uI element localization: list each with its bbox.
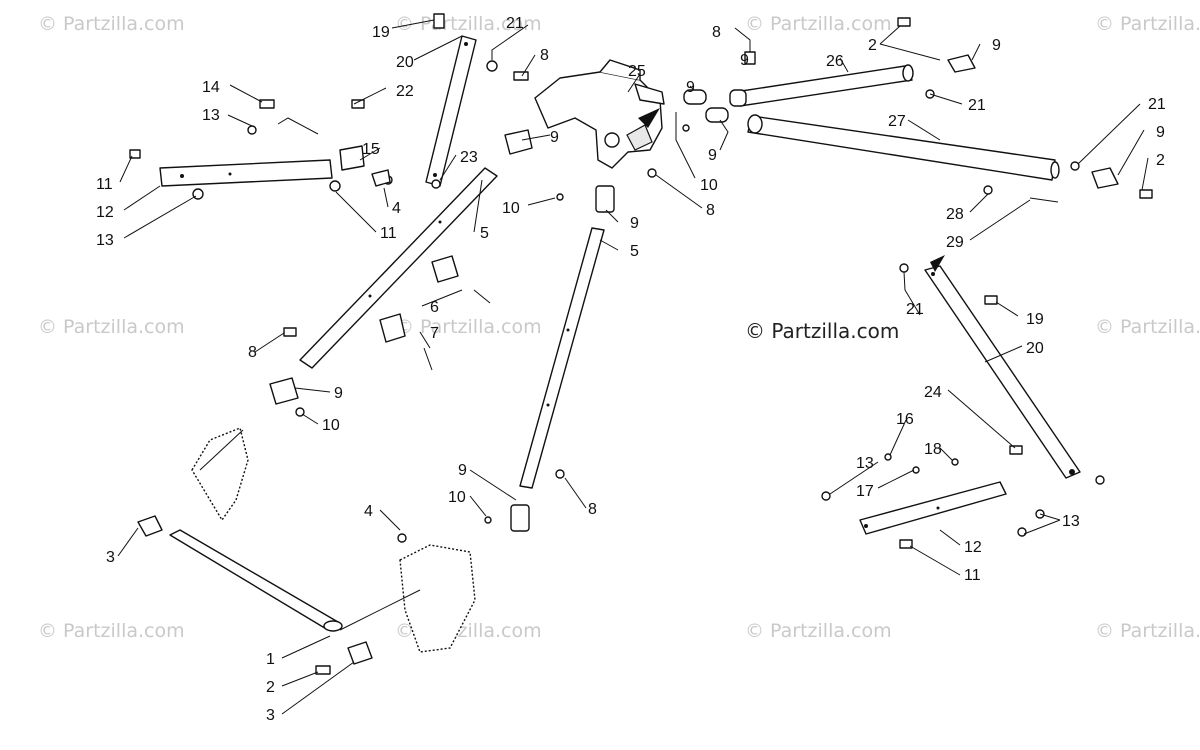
callout-19: 19	[372, 24, 390, 41]
watermark: © Partzilla.com	[38, 620, 185, 642]
callout-23: 23	[460, 149, 478, 166]
callout-3: 3	[266, 707, 275, 724]
callout-25: 25	[628, 63, 646, 80]
watermark: © Partzilla.com	[745, 13, 892, 35]
callout-9: 9	[992, 37, 1001, 54]
callout-9: 9	[550, 129, 559, 146]
watermark: © Partzilla.com	[745, 620, 892, 642]
callout-16: 16	[896, 411, 914, 428]
callout-8: 8	[706, 202, 715, 219]
callout-29: 29	[946, 234, 964, 251]
callout-11: 11	[96, 176, 113, 193]
watermark-main: © Partzilla.com	[745, 319, 899, 343]
clamps	[269, 54, 1119, 532]
watermark: © Partzilla.com	[38, 13, 185, 35]
tube-27	[747, 114, 1060, 181]
callout-4: 4	[364, 503, 373, 520]
callout-5: 5	[630, 243, 639, 260]
callout-9: 9	[630, 215, 639, 232]
spring-clamps	[379, 255, 459, 343]
callout-7: 7	[430, 325, 439, 342]
callout-11: 11	[380, 225, 397, 242]
watermark: © Partzilla.com	[1095, 316, 1200, 338]
end-caps	[137, 515, 373, 665]
callout-9: 9	[334, 385, 343, 402]
callout-24: 24	[924, 384, 942, 401]
callout-21: 21	[906, 301, 924, 318]
callout-28: 28	[946, 206, 964, 223]
bar-lower-left	[169, 529, 343, 632]
callout-9: 9	[458, 462, 467, 479]
tube-center	[519, 227, 605, 489]
watermark: © Partzilla.com	[1095, 13, 1200, 35]
leader-lines	[117, 19, 1149, 715]
callout-11: 11	[964, 567, 981, 584]
watermark: © Partzilla.com	[395, 13, 542, 35]
callout-8: 8	[712, 24, 721, 41]
callout-21: 21	[1148, 96, 1166, 113]
bar-upper-left	[159, 159, 333, 187]
callout-8: 8	[588, 501, 597, 518]
callout-10: 10	[502, 200, 520, 217]
parts	[129, 13, 1153, 675]
callout-9: 9	[740, 52, 749, 69]
callout-10: 10	[448, 489, 466, 506]
callout-10: 10	[700, 177, 718, 194]
callout-9: 9	[1156, 124, 1165, 141]
callout-2: 2	[1156, 152, 1165, 169]
callout-17: 17	[856, 483, 874, 500]
callout-14: 14	[202, 79, 220, 96]
callout-13: 13	[856, 455, 874, 472]
tube-left	[299, 167, 498, 369]
frame-fragment-center	[399, 544, 476, 653]
callout-27: 27	[888, 113, 906, 130]
callout-2: 2	[266, 679, 275, 696]
frame-fragment-left	[191, 427, 249, 521]
callout-9: 9	[686, 79, 695, 96]
callout-8: 8	[540, 47, 549, 64]
callout-1: 1	[266, 651, 275, 668]
watermark: © Partzilla.com	[1095, 620, 1200, 642]
callout-13: 13	[202, 107, 220, 124]
callout-8: 8	[248, 344, 257, 361]
steering-block	[534, 59, 665, 169]
fasteners	[129, 13, 1153, 675]
brace-right	[924, 255, 1081, 479]
callout-4: 4	[392, 200, 401, 217]
callout-10: 10	[322, 417, 340, 434]
callout-20: 20	[396, 54, 414, 71]
bar-lower-right	[859, 481, 1007, 535]
callout-18: 18	[924, 441, 942, 458]
callout-13: 13	[1062, 513, 1080, 530]
callout-6: 6	[430, 299, 439, 316]
callout-15: 15	[362, 141, 380, 158]
tube-26	[734, 64, 914, 107]
callout-5: 5	[480, 225, 489, 242]
callout-12: 12	[964, 539, 982, 556]
callout-22: 22	[396, 83, 414, 100]
callout-3: 3	[106, 549, 115, 566]
callouts: 19 21 20 8 22 14 13 15 23 11 12 13 11 4 …	[96, 15, 1166, 724]
watermark: © Partzilla.com	[395, 316, 542, 338]
callout-20: 20	[1026, 340, 1044, 357]
callout-19: 19	[1026, 311, 1044, 328]
callout-2: 2	[868, 37, 877, 54]
callout-12: 12	[96, 204, 114, 221]
callout-26: 26	[826, 53, 844, 70]
watermark: © Partzilla.com	[38, 316, 185, 338]
callout-13: 13	[96, 232, 114, 249]
callout-21: 21	[506, 15, 524, 32]
callout-21: 21	[968, 97, 986, 114]
callout-9: 9	[708, 147, 717, 164]
